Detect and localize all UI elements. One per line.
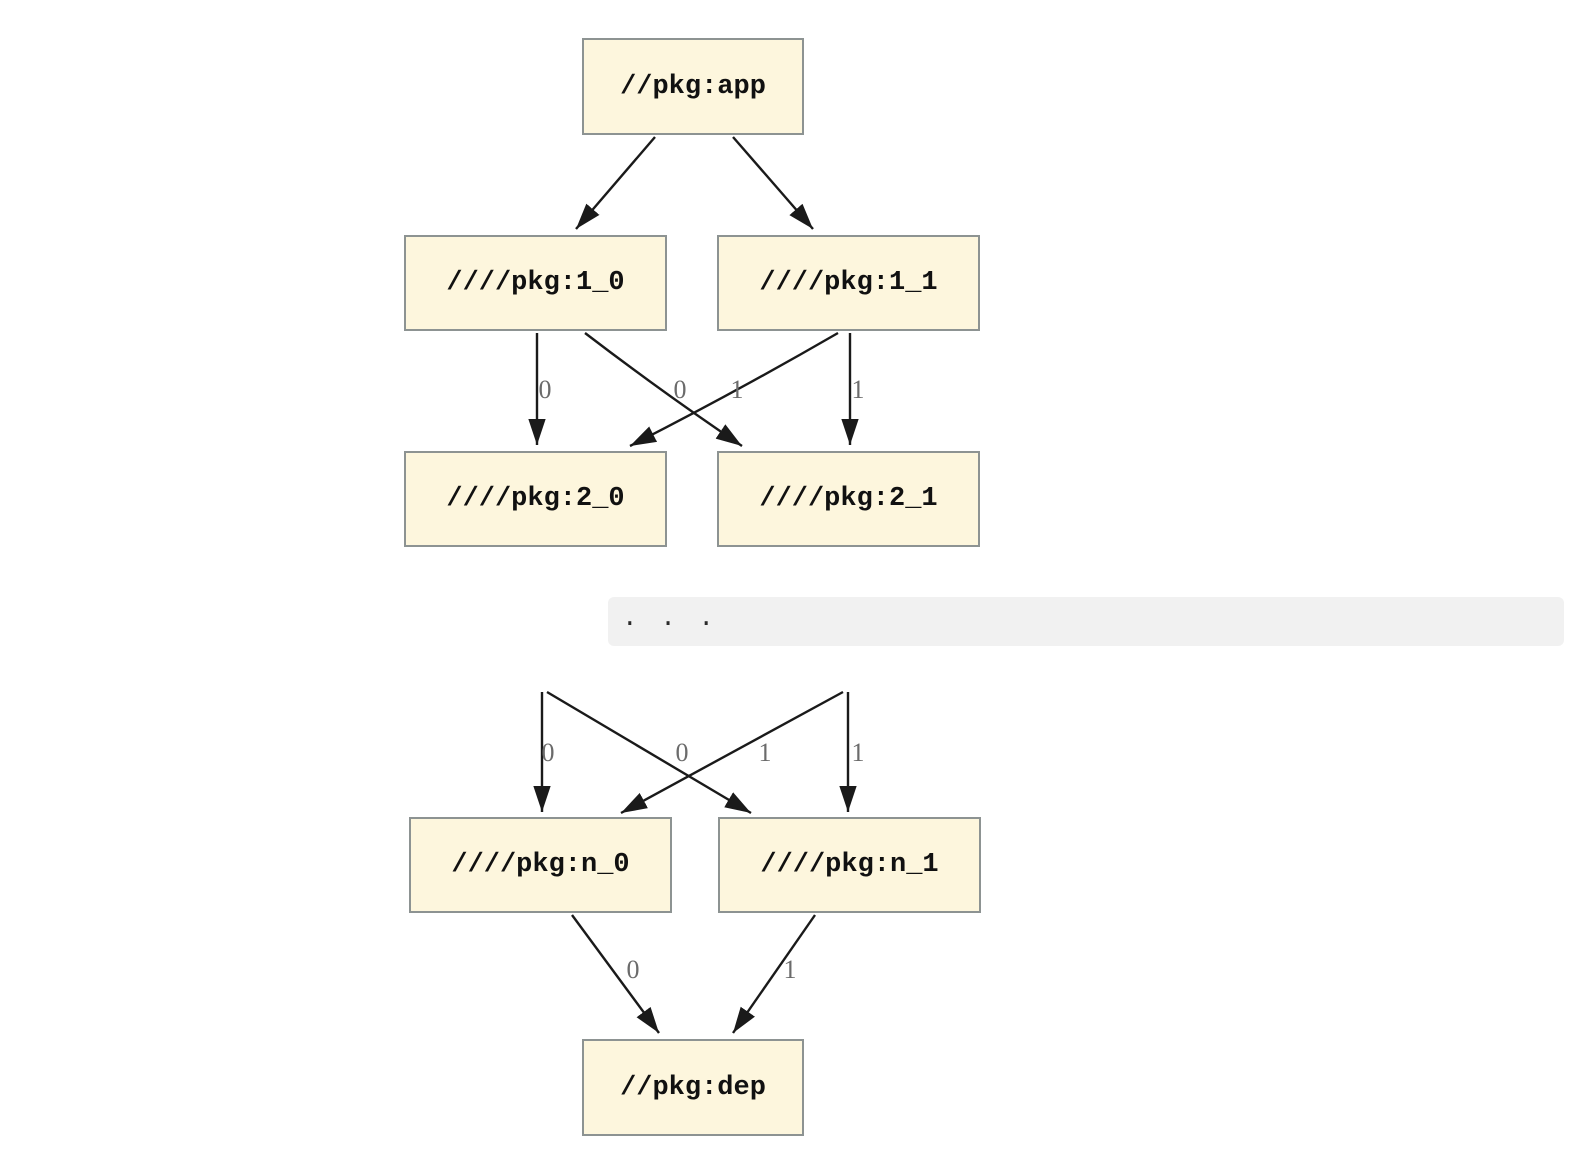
node-pkg-n_0-label: ////pkg:n_0 xyxy=(451,850,630,880)
node-pkg-1_1: ////pkg:1_1 xyxy=(717,235,980,331)
node-pkg-1_0-label: ////pkg:1_0 xyxy=(446,268,625,298)
node-pkg-dep: //pkg:dep xyxy=(582,1039,804,1136)
edge-label-n_0-dep: 0 xyxy=(626,955,640,984)
edge-break-to-n_0-cross xyxy=(620,690,844,815)
node-pkg-n_1-label: ////pkg:n_1 xyxy=(760,850,939,880)
edge-label-1_1-2_1: 1 xyxy=(851,375,865,404)
edge-label-1_0-2_0: 0 xyxy=(538,375,552,404)
edge-n_1-to-dep xyxy=(732,914,816,1034)
edge-app-to-1_0 xyxy=(575,136,656,230)
edge-break-to-n_1-cross xyxy=(546,690,752,815)
ellipsis-text: . . . xyxy=(622,602,715,633)
edge-label-break-n_1: 1 xyxy=(851,738,865,767)
node-pkg-2_0: ////pkg:2_0 xyxy=(404,451,667,547)
edge-label-cross-right-1: 1 xyxy=(730,375,744,404)
edge-label-break-n_0: 0 xyxy=(541,738,555,767)
edge-label-cross-left-0: 0 xyxy=(673,375,687,404)
node-pkg-2_0-label: ////pkg:2_0 xyxy=(446,484,625,514)
node-pkg-n_1: ////pkg:n_1 xyxy=(718,817,981,913)
edge-label-break-cross-1: 1 xyxy=(758,738,772,767)
node-pkg-2_1: ////pkg:2_1 xyxy=(717,451,980,547)
node-pkg-1_0: ////pkg:1_0 xyxy=(404,235,667,331)
ellipsis-code-bar: . . . xyxy=(608,597,1564,646)
node-pkg-app-label: //pkg:app xyxy=(620,71,766,102)
node-pkg-1_1-label: ////pkg:1_1 xyxy=(759,268,938,298)
edge-label-n_1-dep: 1 xyxy=(783,955,797,984)
node-pkg-dep-label: //pkg:dep xyxy=(620,1072,766,1103)
node-pkg-2_1-label: ////pkg:2_1 xyxy=(759,484,938,514)
node-pkg-n_0: ////pkg:n_0 xyxy=(409,817,672,913)
edge-1_1-to-2_0 xyxy=(629,331,839,448)
edge-app-to-1_1 xyxy=(732,136,814,230)
node-pkg-app: //pkg:app xyxy=(582,38,804,135)
edge-1_0-to-2_1 xyxy=(584,332,743,447)
edge-n_0-to-dep xyxy=(571,914,660,1034)
edge-label-break-cross-0: 0 xyxy=(675,738,689,767)
